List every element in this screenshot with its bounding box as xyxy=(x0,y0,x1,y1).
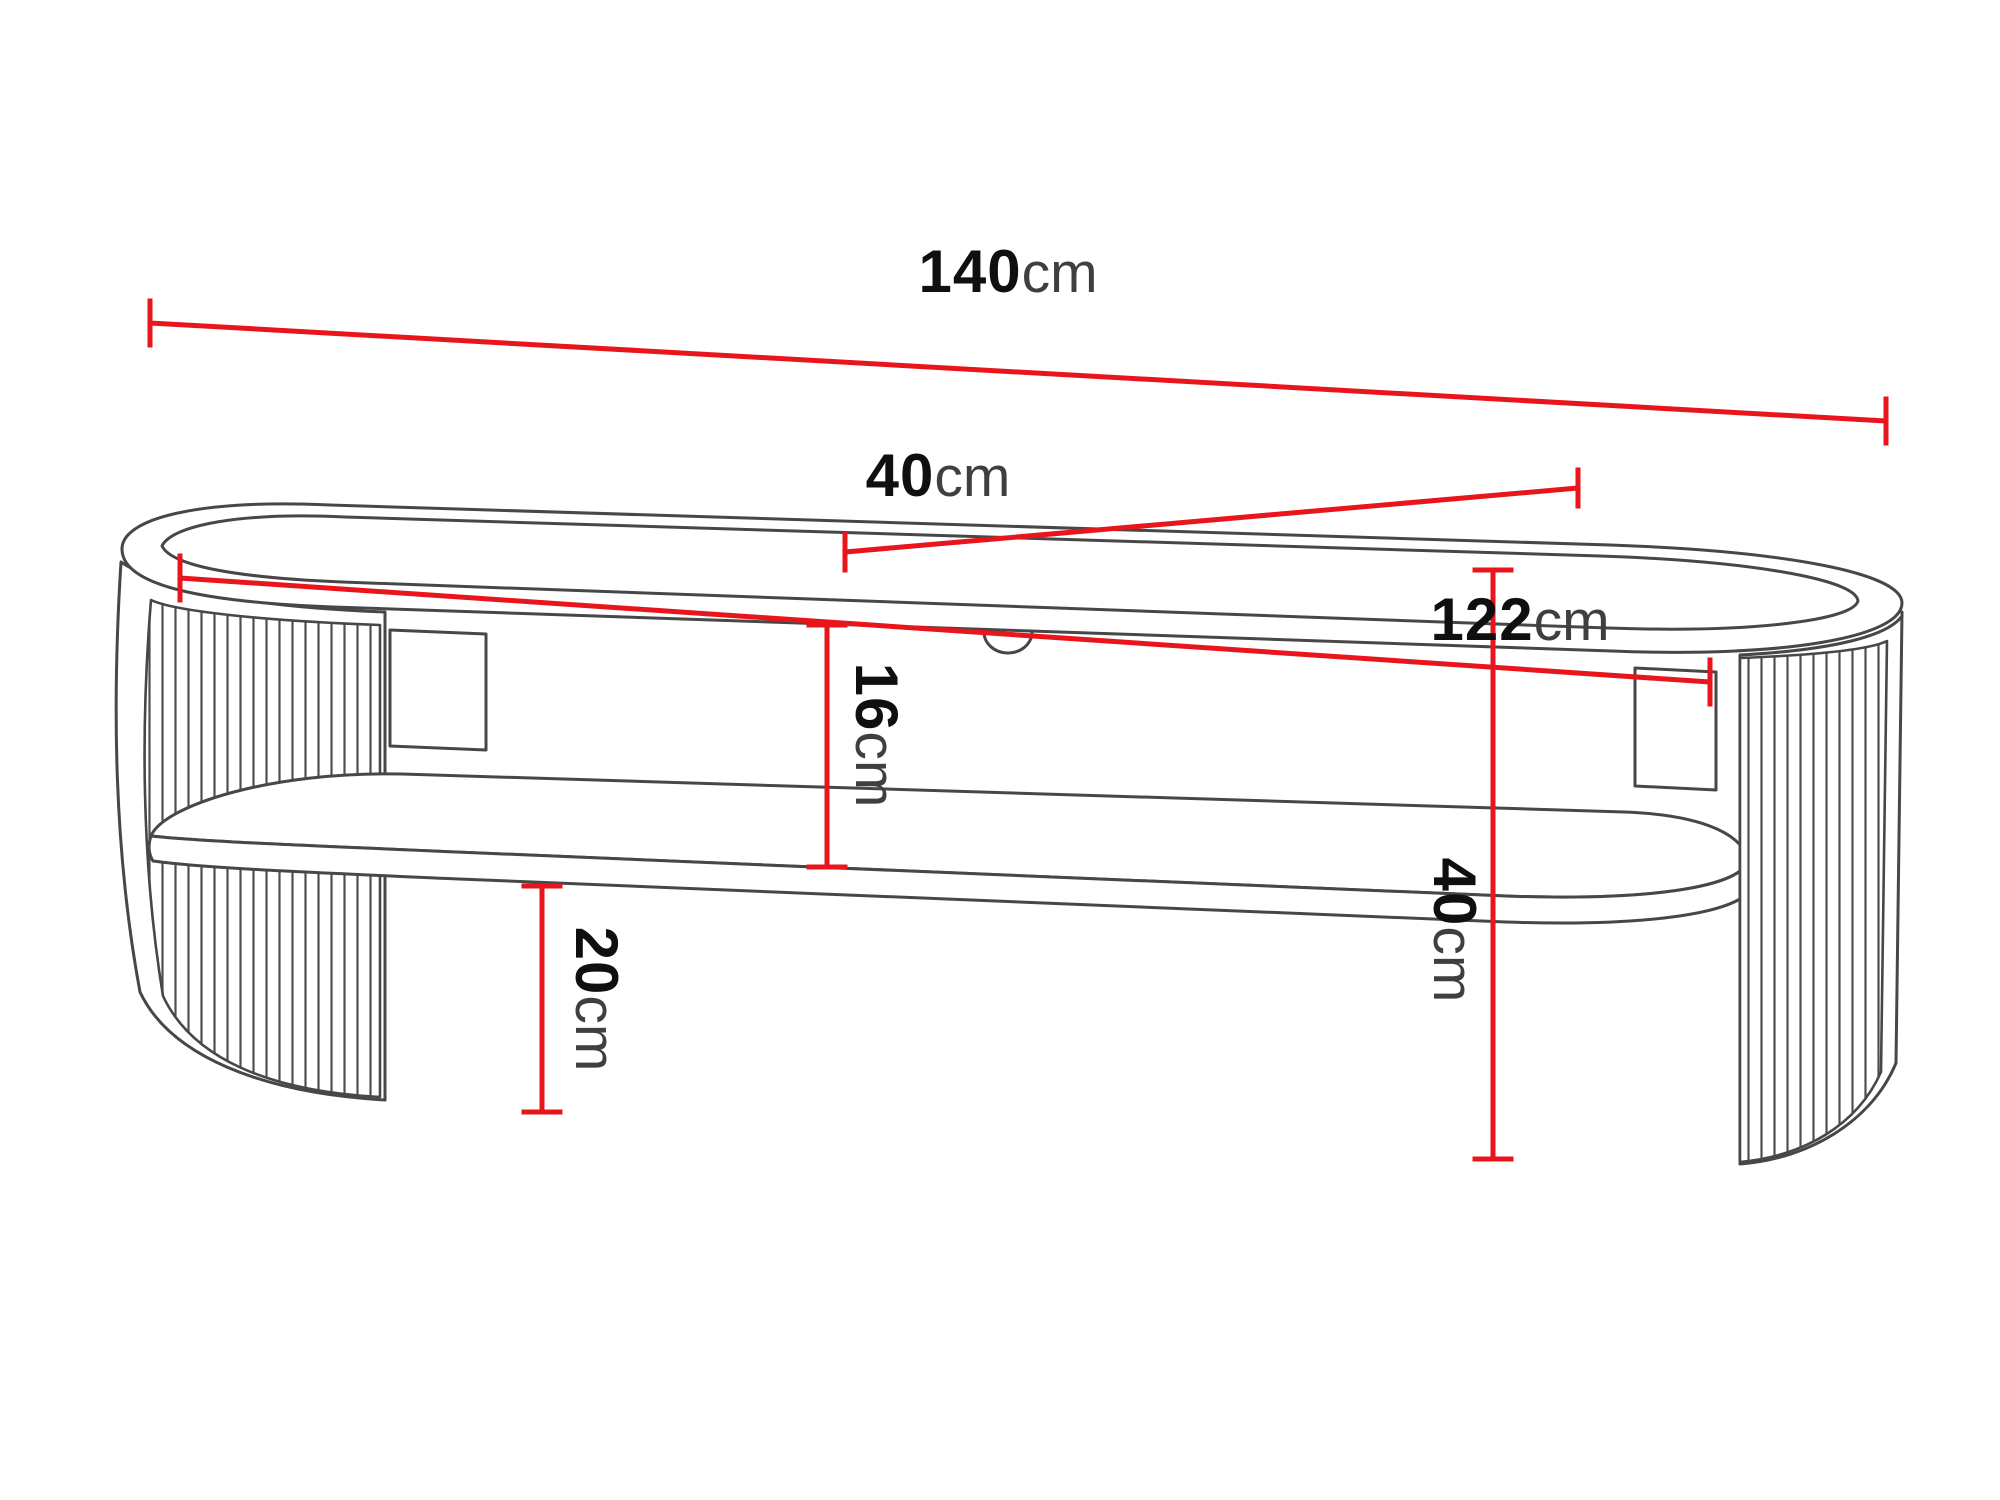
total-height-unit: cm xyxy=(1421,926,1485,1002)
inner-width-dimension-line xyxy=(177,553,1713,707)
cable-notch xyxy=(982,629,1034,655)
width-dimension-label: 140cm xyxy=(918,238,1097,305)
base-height-value: 20 xyxy=(563,927,630,996)
total-height-dimension-label: 40cm xyxy=(1421,858,1488,1003)
depth-dimension-label: 40cm xyxy=(866,442,1011,509)
width-unit: cm xyxy=(1022,241,1098,305)
depth-unit: cm xyxy=(934,445,1010,509)
total-height-dimension-line xyxy=(1472,567,1514,1162)
inner-height-unit: cm xyxy=(843,731,907,807)
furniture-drawing xyxy=(114,502,1904,1166)
dimension-lines xyxy=(147,298,1889,1162)
base-height-dimension-line xyxy=(521,883,563,1115)
inner-width-unit: cm xyxy=(1534,589,1610,653)
inner-height-dimension-line xyxy=(806,622,848,870)
depth-dimension-line xyxy=(842,467,1581,573)
inner-height-dimension-label: 16cm xyxy=(843,663,910,808)
inner-width-dimension-label: 122cm xyxy=(1430,586,1609,653)
width-dimension-line xyxy=(147,298,1889,446)
base-height-dimension-label: 20cm xyxy=(563,927,630,1072)
top-panel-inner-edge xyxy=(160,514,1860,631)
inner-height-value: 16 xyxy=(843,663,910,732)
dimension-labels: 140cm 40cm 122cm 16cm 20cm 40cm xyxy=(563,238,1610,1071)
left-back-cutout xyxy=(388,628,488,752)
top-panel xyxy=(120,502,1904,654)
right-back-cutout xyxy=(1633,666,1718,792)
base-height-unit: cm xyxy=(563,995,627,1071)
total-height-value: 40 xyxy=(1421,858,1488,927)
right-leg-flutes xyxy=(1738,639,1889,1164)
width-value: 140 xyxy=(918,238,1021,305)
inner-width-value: 122 xyxy=(1430,586,1533,653)
depth-value: 40 xyxy=(866,442,935,509)
